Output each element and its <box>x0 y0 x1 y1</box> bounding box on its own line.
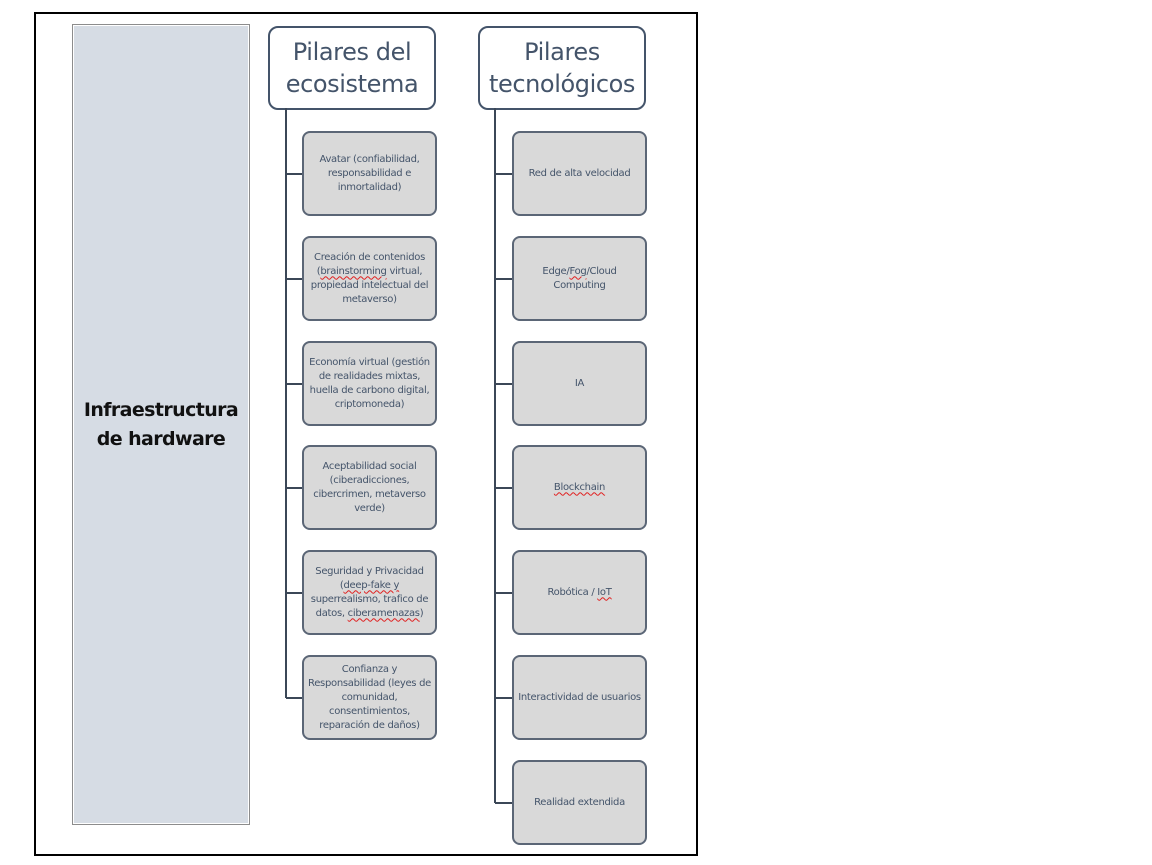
ecosystem-pillar-label: Creación de contenidos (brainstorming vi… <box>304 251 435 307</box>
ecosystem-connector-branch <box>286 697 302 699</box>
ecosystem-pillar-box: Economía virtual (gestión de realidades … <box>302 341 437 426</box>
hardware-infrastructure-panel: Infraestructura de hardware <box>72 24 250 825</box>
ecosystem-pillars-title: Pilares del ecosistema <box>285 38 419 98</box>
technology-pillar-label: Blockchain <box>551 481 608 495</box>
ecosystem-pillar-label: Avatar (confiabilidad, responsabilidad e… <box>319 153 420 193</box>
ecosystem-connector-branch <box>286 278 302 280</box>
label-text-segment: ) <box>419 607 424 619</box>
label-text-segment: /Cloud Computing <box>553 265 617 291</box>
technology-pillar-label: Interactividad de usuarios <box>518 691 641 703</box>
ecosystem-pillar-box: Confianza y Responsabilidad (leyes de co… <box>302 655 437 740</box>
ecosystem-pillar-label: Economía virtual (gestión de realidades … <box>309 356 430 410</box>
technology-pillar-label: Edge/Fog/Cloud Computing <box>514 265 645 293</box>
ecosystem-connector-branch <box>286 173 302 175</box>
technology-pillar-box: Red de alta velocidad <box>512 131 647 216</box>
ecosystem-pillars-header: Pilares del ecosistema <box>268 26 436 110</box>
technology-pillar-box: IA <box>512 341 647 426</box>
technology-connector-branch <box>495 173 512 175</box>
ecosystem-pillar-box: Seguridad y Privacidad (deep-fake y supe… <box>302 550 437 635</box>
technology-connector-branch <box>495 697 512 699</box>
ecosystem-pillar-label: Seguridad y Privacidad (deep-fake y supe… <box>304 565 435 621</box>
technology-pillars-title: Pilares tecnológicos <box>488 38 636 98</box>
ecosystem-connector-branch <box>286 487 302 489</box>
label-text-segment: Robótica / <box>547 586 598 598</box>
label-text-segment: Seguridad y Privacidad ( <box>315 565 424 591</box>
technology-pillar-box: Realidad extendida <box>512 760 647 845</box>
technology-connector-branch <box>495 802 512 804</box>
technology-pillar-box: Edge/Fog/Cloud Computing <box>512 236 647 321</box>
technology-connector-branch <box>495 278 512 280</box>
ecosystem-pillar-label: Confianza y Responsabilidad (leyes de co… <box>308 663 431 731</box>
technology-connector-branch <box>495 383 512 385</box>
spellcheck-flagged-text: deep-fake y <box>343 579 400 591</box>
hardware-infrastructure-label: Infraestructura de hardware <box>83 398 239 450</box>
technology-pillar-box: Blockchain <box>512 445 647 530</box>
spellcheck-flagged-text: Blockchain <box>553 481 606 493</box>
technology-pillar-label: Red de alta velocidad <box>528 167 631 179</box>
technology-pillar-label: IA <box>574 377 585 389</box>
spellcheck-flagged-text: ciberamenazas <box>347 607 420 619</box>
label-text-segment: Creación de contenidos ( <box>314 251 425 277</box>
ecosystem-pillar-box: Avatar (confiabilidad, responsabilidad e… <box>302 131 437 216</box>
technology-connector-branch <box>495 487 512 489</box>
technology-pillar-label: Robótica / IoT <box>544 586 614 600</box>
ecosystem-pillar-label: Aceptabilidad social (ciberadicciones, c… <box>313 460 426 514</box>
technology-connector-trunk <box>494 108 496 803</box>
spellcheck-flagged-text: Fog <box>569 265 587 277</box>
ecosystem-pillar-box: Creación de contenidos (brainstorming vi… <box>302 236 437 321</box>
spellcheck-flagged-text: brainstorming <box>320 265 387 277</box>
technology-pillar-label: Realidad extendida <box>534 796 625 808</box>
ecosystem-connector-branch <box>286 383 302 385</box>
label-text-segment: superrealismo, trafico de datos, <box>310 593 429 619</box>
ecosystem-pillar-box: Aceptabilidad social (ciberadicciones, c… <box>302 445 437 530</box>
technology-pillars-header: Pilares tecnológicos <box>478 26 646 110</box>
label-text-segment: virtual, propiedad intelectual del metav… <box>310 265 429 305</box>
spellcheck-flagged-text: IoT <box>597 586 612 598</box>
technology-connector-branch <box>495 592 512 594</box>
label-text-segment: Edge/ <box>542 265 570 277</box>
ecosystem-connector-branch <box>286 592 302 594</box>
technology-pillar-box: Robótica / IoT <box>512 550 647 635</box>
technology-pillar-box: Interactividad de usuarios <box>512 655 647 740</box>
ecosystem-connector-trunk <box>285 108 287 698</box>
